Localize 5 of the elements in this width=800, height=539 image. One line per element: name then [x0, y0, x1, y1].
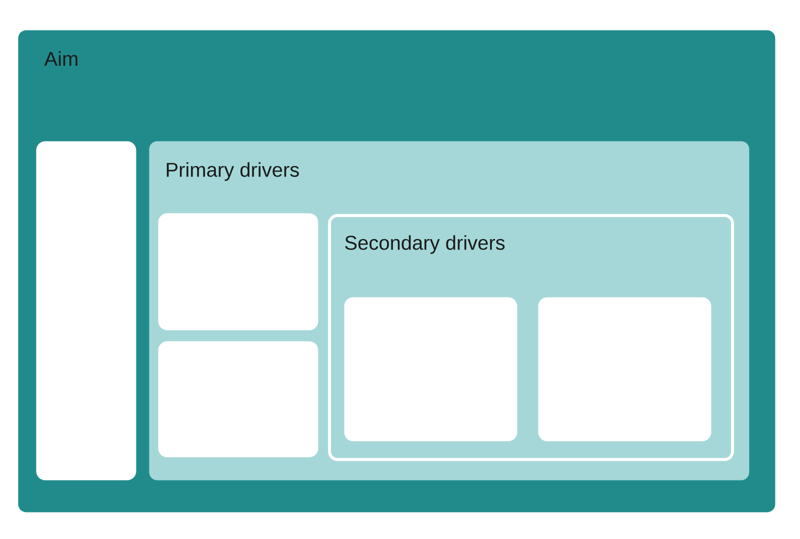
empty-box — [538, 297, 712, 442]
empty-box — [36, 141, 136, 480]
empty-box — [158, 213, 318, 330]
empty-box — [344, 297, 518, 442]
empty-box — [158, 341, 318, 458]
